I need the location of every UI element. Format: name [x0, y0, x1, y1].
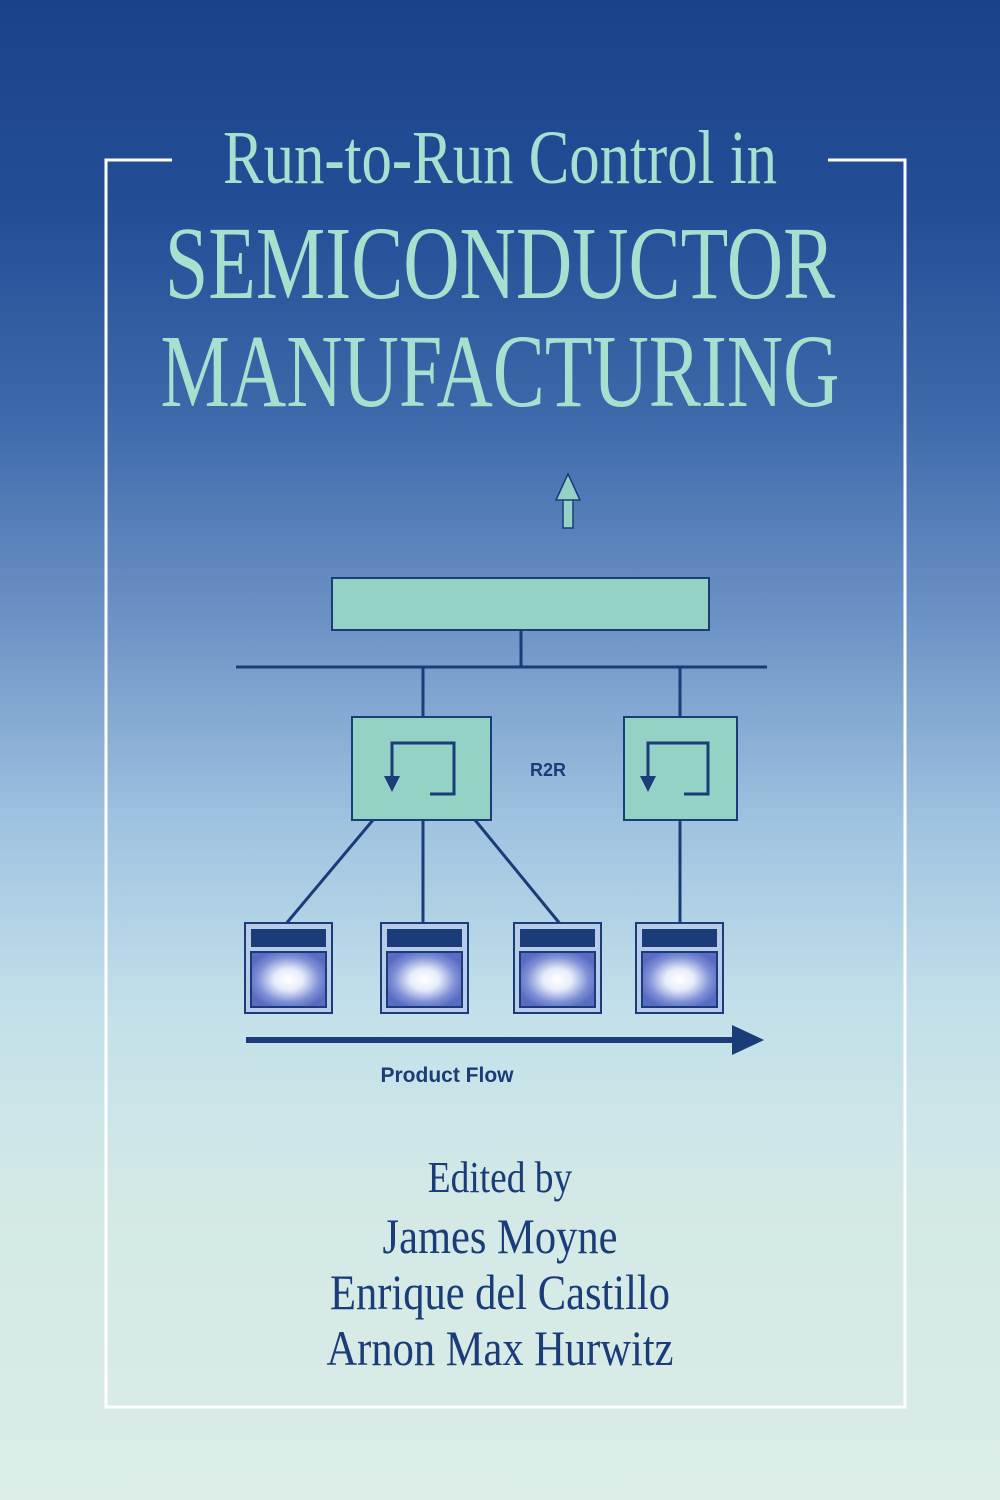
process-tool-1	[244, 922, 333, 1014]
supervisory-controller-box	[331, 577, 710, 631]
loop-icon	[390, 741, 456, 796]
title-line-1: Run-to-Run Control in	[223, 116, 777, 200]
r2r-controller-1	[351, 716, 492, 821]
network-bus	[236, 630, 767, 926]
product-flow-arrow-icon	[246, 1025, 764, 1055]
r2r-label: R2R	[530, 760, 566, 780]
loop-icon	[646, 741, 710, 796]
process-tool-3	[513, 922, 602, 1014]
edited-by-label: Edited by	[427, 1153, 573, 1202]
r2r-controller-2	[623, 716, 738, 821]
product-flow-label: Product Flow	[381, 1064, 515, 1087]
process-tool-2	[380, 922, 469, 1014]
title-line-3: MANUFACTURING	[160, 314, 840, 429]
editor-name: James Moyne	[382, 1208, 618, 1264]
title-line-2: SEMICONDUCTOR	[164, 206, 836, 321]
process-tool-4	[635, 922, 724, 1014]
up-arrow-icon	[554, 472, 582, 529]
editor-name: Arnon Max Hurwitz	[326, 1320, 674, 1376]
editor-name: Enrique del Castillo	[330, 1264, 670, 1320]
